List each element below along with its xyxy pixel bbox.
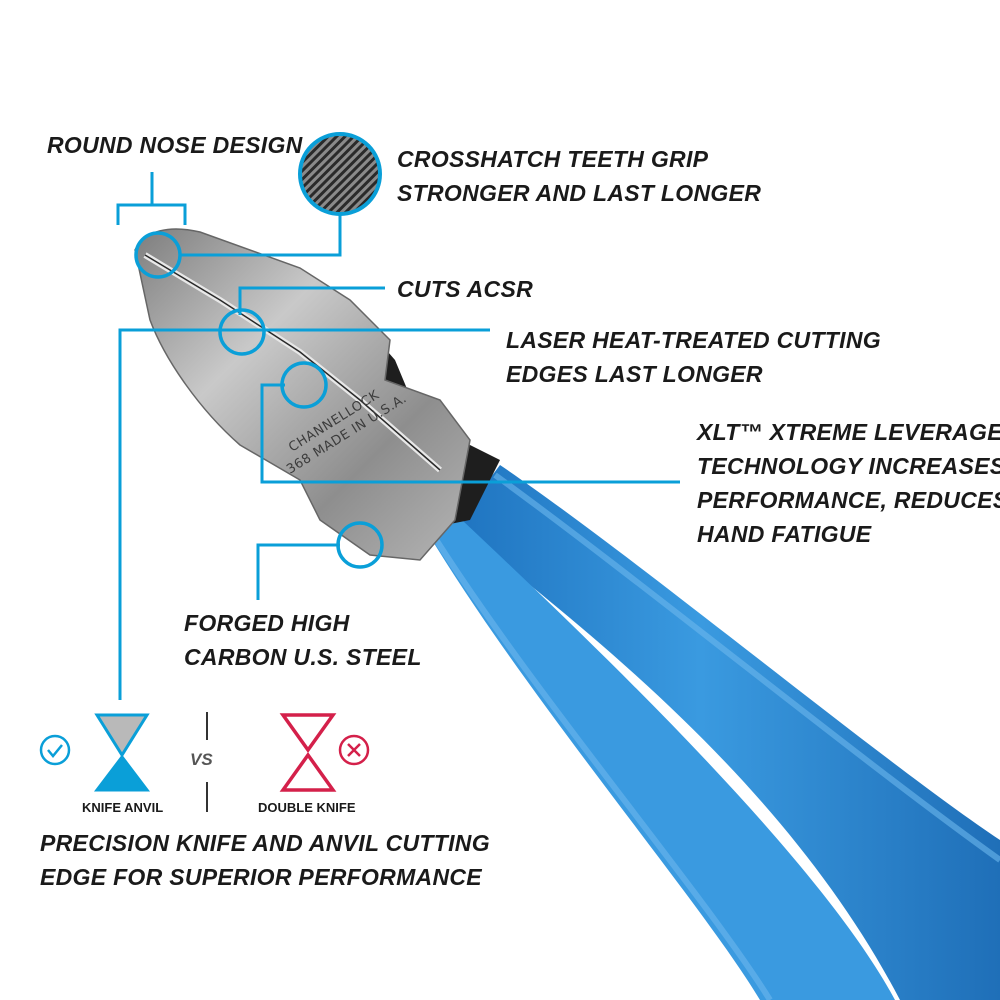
crosshatch-detail bbox=[298, 132, 382, 216]
cuts-acsr-circle bbox=[218, 308, 266, 356]
double-knife-icon bbox=[279, 713, 337, 792]
round-nose-circle bbox=[134, 231, 182, 279]
plier-head bbox=[134, 228, 471, 561]
knife-anvil-icon bbox=[93, 713, 151, 792]
laser-leader bbox=[118, 328, 490, 700]
xlt-leader bbox=[260, 383, 680, 484]
crosshatch-callout: CROSSHATCH TEETH GRIP STRONGER AND LAST … bbox=[397, 146, 762, 206]
check-circle-icon bbox=[39, 734, 71, 766]
xlt-callout: XLT™ XTREME LEVERAGE TECHNOLOGY INCREASE… bbox=[697, 419, 1000, 547]
right-handle bbox=[455, 465, 1000, 1000]
crosshatch-leader bbox=[180, 214, 342, 257]
double-knife-label: DOUBLE KNIFE bbox=[258, 800, 356, 815]
vs-label: VS bbox=[190, 750, 213, 769]
knife-anvil-label: KNIFE ANVIL bbox=[82, 800, 164, 815]
round-nose-callout: ROUND NOSE DESIGN bbox=[47, 132, 303, 158]
forged-circle bbox=[336, 521, 384, 569]
precision-callout: PRECISION KNIFE AND ANVIL CUTTING EDGE F… bbox=[40, 830, 490, 890]
laser-callout: LASER HEAT-TREATED CUTTING EDGES LAST LO… bbox=[506, 327, 881, 387]
cuts-acsr-callout: CUTS ACSR bbox=[397, 276, 534, 302]
pivot-circle bbox=[280, 361, 328, 409]
cuts-acsr-leader bbox=[238, 286, 385, 315]
forged-callout: FORGED HIGH CARBON U.S. STEEL bbox=[184, 610, 422, 670]
round-nose-bracket bbox=[116, 203, 187, 225]
forged-leader bbox=[256, 543, 340, 600]
left-handle bbox=[420, 520, 895, 1000]
x-circle-icon bbox=[338, 734, 370, 766]
